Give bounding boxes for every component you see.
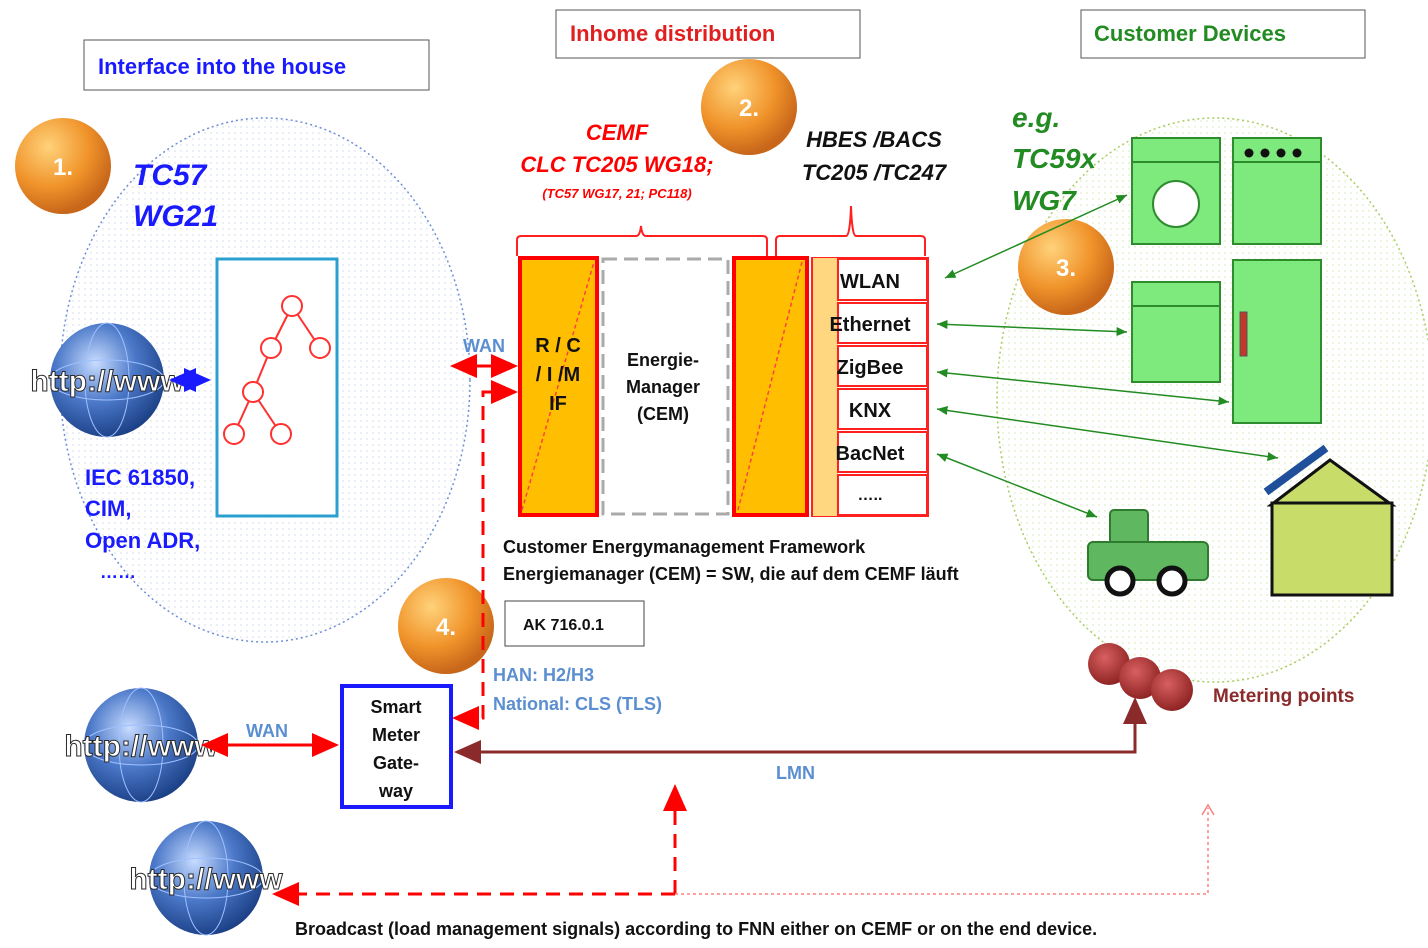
han-label: HAN: H2/H3 <box>493 665 594 685</box>
electric-car-icon <box>1087 509 1209 597</box>
cemf-caption-1: Customer Energymanagement Framework <box>503 537 866 557</box>
device-links <box>936 194 1279 518</box>
svg-text:1.: 1. <box>53 154 73 181</box>
freezer-icon <box>1131 281 1221 383</box>
smgw-line4: way <box>378 781 413 801</box>
svg-text:http://www: http://www <box>129 863 283 896</box>
cemf-caption-2: Energiemanager (CEM) = SW, die auf dem C… <box>503 564 959 584</box>
tree-graph-icon <box>223 295 331 445</box>
stove-icon <box>1232 137 1322 245</box>
energy-manager-block <box>601 257 730 516</box>
cem-line3: (CEM) <box>637 404 689 424</box>
protocol-column-stripe <box>812 258 838 516</box>
ak-box-text: AK 716.0.1 <box>523 617 604 634</box>
washing-machine-icon <box>1131 137 1221 245</box>
metering-points-icon <box>1088 643 1193 711</box>
standard-cim: CIM, <box>85 496 131 521</box>
hbes-standard: TC205 /TC247 <box>802 160 948 185</box>
internet-globe-icon-2: http://www <box>64 687 219 803</box>
svg-text:KNX: KNX <box>849 400 892 422</box>
customer-header-text: Customer Devices <box>1094 21 1286 46</box>
svg-text:ZigBee: ZigBee <box>837 357 904 379</box>
smart-meter-gateway <box>340 684 453 809</box>
protocol-zigbee: ZigBee <box>837 345 928 387</box>
broadcast-to-device <box>675 808 1209 895</box>
cls-label: National: CLS (TLS) <box>493 694 662 714</box>
metering-label: Metering points <box>1213 686 1354 707</box>
svg-text:Ethernet: Ethernet <box>829 314 910 336</box>
hbes-brace <box>775 205 926 256</box>
smgw-line2: Meter <box>372 725 420 745</box>
svg-text:http://www: http://www <box>30 365 184 398</box>
cemf-sub: (TC57 WG17, 21; PC118) <box>542 186 691 201</box>
badge-2: 2. <box>701 59 797 155</box>
ak-box <box>504 600 645 647</box>
svg-text:4.: 4. <box>436 614 456 641</box>
data-model-box <box>215 257 339 518</box>
eg-label: e.g. <box>1012 102 1060 133</box>
cemf-title: CEMF <box>586 120 649 145</box>
svg-text:BacNet: BacNet <box>836 443 905 465</box>
standard-openadr: Open ADR, <box>85 528 200 553</box>
hbes-title: HBES /BACS <box>806 127 942 152</box>
cem-line2: Manager <box>626 377 700 397</box>
interface-header-box <box>83 39 430 91</box>
wan-label-top: WAN <box>463 336 505 356</box>
broadcast-caption: Broadcast (load management signals) acco… <box>295 919 1097 939</box>
rci-line2: / I /M <box>536 364 580 386</box>
smgw-line3: Gate- <box>373 753 419 773</box>
badge-4: 4. <box>398 578 494 674</box>
rci-line1: R / C <box>535 335 581 357</box>
rci-line3: IF <box>549 393 567 415</box>
smgw-line1: Smart <box>370 697 421 717</box>
cem-line1: Energie- <box>627 350 699 370</box>
protocol-more: ….. <box>837 474 928 516</box>
protocol-wlan: WLAN <box>837 258 928 301</box>
cemf-brace <box>516 225 768 256</box>
cemf-standard: CLC TC205 WG18; <box>520 152 713 177</box>
protocol-knx: KNX <box>837 388 928 430</box>
internet-globe-icon-1: http://www <box>30 322 185 438</box>
inhome-header-text: Inhome distribution <box>570 21 775 46</box>
lmn-label: LMN <box>776 763 815 783</box>
fridge-icon <box>1232 259 1322 424</box>
interface-header-text: Interface into the house <box>98 54 346 79</box>
badge-3: 3. <box>1018 219 1114 315</box>
svg-text:…..: ….. <box>858 487 883 504</box>
svg-text:2.: 2. <box>739 95 759 122</box>
house-solar-icon <box>1263 444 1397 597</box>
standard-iec: IEC 61850, <box>85 465 195 490</box>
wan-label-bottom: WAN <box>246 721 288 741</box>
tc59x-label: TC59x <box>1012 143 1097 174</box>
wg21-label: WG21 <box>133 200 218 233</box>
internet-globe-icon-3: http://www <box>129 820 284 936</box>
tc57-label: TC57 <box>133 159 208 192</box>
wg7-label: WG7 <box>1012 185 1077 216</box>
svg-text:3.: 3. <box>1056 255 1076 282</box>
standard-more: …… <box>100 562 136 582</box>
inhome-header-box <box>555 9 861 59</box>
rci-diagonal <box>521 261 595 511</box>
protocol-bacnet: BacNet <box>836 431 928 473</box>
han-dashed-link <box>452 380 518 730</box>
customer-header-box <box>1080 9 1366 59</box>
svg-text:WLAN: WLAN <box>840 271 900 293</box>
adapter-diagonal <box>737 261 803 511</box>
broadcast-device-arrowhead <box>1201 803 1215 816</box>
svg-text:http://www: http://www <box>64 730 218 763</box>
badge-1: 1. <box>15 118 111 214</box>
lmn-link <box>457 697 1147 754</box>
protocol-ethernet: Ethernet <box>829 302 928 344</box>
